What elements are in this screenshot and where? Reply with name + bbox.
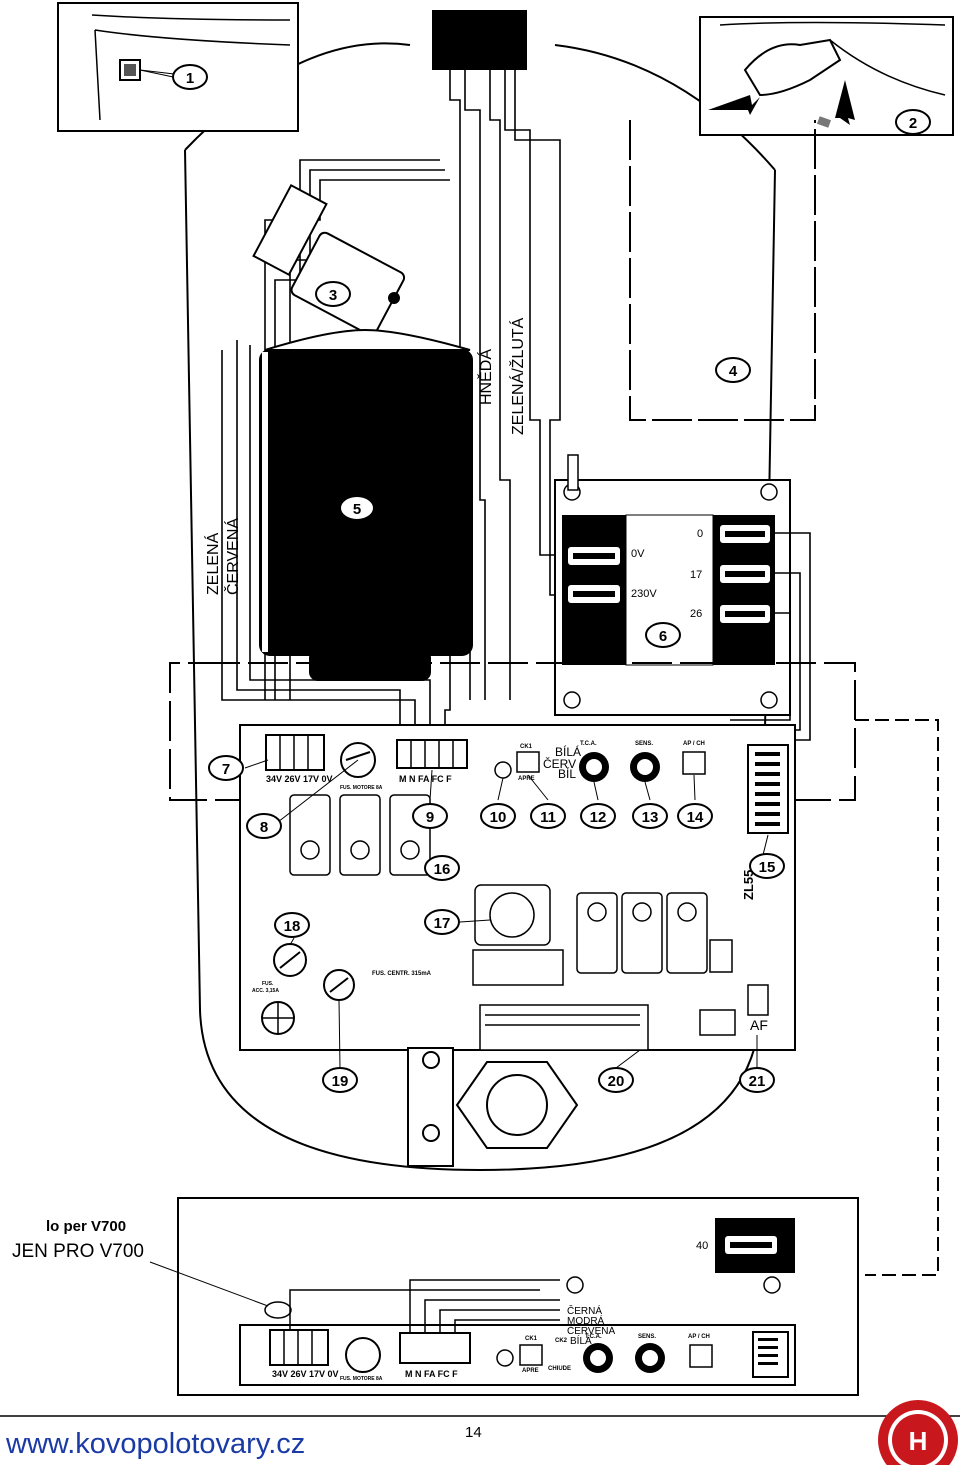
- label-bila-1: BÍLÁ: [555, 744, 581, 759]
- callout-19: 19: [332, 1073, 349, 1090]
- control-board: [239, 724, 796, 1051]
- inset-ap-ch: AP / CH: [688, 1334, 710, 1340]
- callout-15: 15: [759, 859, 776, 876]
- callout-12: 12: [590, 809, 607, 826]
- page-number: 14: [465, 1424, 482, 1441]
- inset-fuse-motor: FUS. MOTORE 8A: [340, 1376, 383, 1382]
- inset-tap-40: 40: [696, 1240, 708, 1252]
- footer-url[interactable]: www.kovopolotovary.cz: [6, 1428, 306, 1460]
- board-apre: APRE: [518, 776, 535, 782]
- inset-text: lo per V700 JEN PRO V700 40 ČERNÁ MODRÁ …: [12, 1218, 710, 1382]
- connector-block: [432, 10, 527, 70]
- label-cerv: ČERV: [543, 756, 576, 771]
- inset-apre: APRE: [522, 1368, 539, 1374]
- callout-21: 21: [749, 1073, 766, 1090]
- inset-note: JEN PRO V700: [12, 1241, 144, 1262]
- board-terminal-left: 34V 26V 17V 0V: [266, 774, 333, 784]
- label-cervena-left: ČERVENÁ: [223, 518, 242, 595]
- svg-text:H: H: [909, 1426, 928, 1456]
- callout-numbers: 1 2 3 4 5 6 7 8 9 10 11 12 13 14 15 16 1…: [186, 70, 917, 1090]
- transformer-230v: 230V: [631, 588, 657, 600]
- inset-sens: SENS.: [638, 1334, 656, 1340]
- callout-2: 2: [909, 115, 917, 132]
- company-logo: H: [878, 1400, 958, 1465]
- inset-terminal-motor: M N FA FC F: [405, 1369, 458, 1379]
- label-bila-2: BÍL: [558, 766, 576, 781]
- label-cervena-mid: ČERVENÁ: [460, 532, 475, 590]
- callout-17: 17: [434, 915, 451, 932]
- callout-7: 7: [222, 761, 230, 778]
- board-fuse-centr: FUS. CENTR. 315mA: [372, 971, 432, 977]
- board-sens: SENS.: [635, 741, 653, 747]
- inset-color-3: ČERVENÁ: [567, 1324, 615, 1337]
- board-ck1: CK1: [520, 744, 533, 750]
- label-zelena: ZELENÁ: [203, 532, 222, 595]
- transformer-out-17: 17: [690, 569, 702, 581]
- label-hneda: HNĚDÁ: [476, 349, 495, 405]
- callout-20: 20: [608, 1073, 625, 1090]
- callout-3: 3: [329, 287, 337, 304]
- inset-v700: [149, 1197, 859, 1396]
- callout-4: 4: [729, 363, 738, 380]
- board-zl55: ZL55: [741, 870, 756, 900]
- dashed-area-4: [629, 120, 816, 421]
- callout-18: 18: [284, 918, 301, 935]
- callout-9: 9: [426, 809, 434, 826]
- board-tca: T.C.A.: [580, 741, 597, 747]
- callout-13: 13: [642, 809, 659, 826]
- callout-8: 8: [260, 819, 268, 836]
- leader-lines: [139, 69, 769, 1069]
- inset-ck1: CK1: [525, 1336, 538, 1342]
- inset-tca: T.C.A.: [585, 1334, 602, 1340]
- callout-11: 11: [540, 809, 556, 826]
- microswitch: [252, 183, 406, 336]
- callout-14: 14: [687, 809, 704, 826]
- transformer: [554, 454, 791, 716]
- inset-color-4: BÍLÁ: [570, 1334, 592, 1347]
- callout-markers: [172, 64, 931, 1093]
- board-terminal-motor: M N FA FC F: [399, 774, 452, 784]
- inset-header-cut: lo per V700: [46, 1218, 126, 1235]
- transformer-out-26: 26: [690, 608, 702, 620]
- inset-ck2: CK2: [555, 1338, 568, 1344]
- callout-16: 16: [434, 861, 451, 878]
- board-fuse-acc-2: ACC. 3,15A: [252, 988, 279, 994]
- board-af: AF: [750, 1017, 768, 1033]
- callout-5: 5: [353, 501, 361, 518]
- board-fuse-motor: FUS. MOTORE 8A: [340, 785, 383, 791]
- inset-chiude: CHIUDE: [548, 1366, 571, 1372]
- cable-gland: [407, 1047, 579, 1167]
- dashed-link: [855, 719, 939, 1276]
- inset-color-1: ČERNÁ: [567, 1304, 602, 1317]
- callout-6: 6: [659, 628, 667, 645]
- board-fuse-acc-1: FUS.: [262, 981, 274, 987]
- inset-terminal-left: 34V 26V 17V 0V: [272, 1369, 339, 1379]
- transformer-out-0: 0: [697, 528, 703, 540]
- transformer-0v: 0V: [631, 548, 645, 560]
- callout-10: 10: [490, 809, 507, 826]
- label-zelena-zluta: ZELENÁ/ŽLUTÁ: [508, 317, 527, 435]
- callout-1: 1: [186, 70, 194, 87]
- board-ap-ch: AP / CH: [683, 741, 705, 747]
- detail-box-1: [57, 2, 299, 132]
- inset-color-2: MODRÁ: [567, 1314, 605, 1327]
